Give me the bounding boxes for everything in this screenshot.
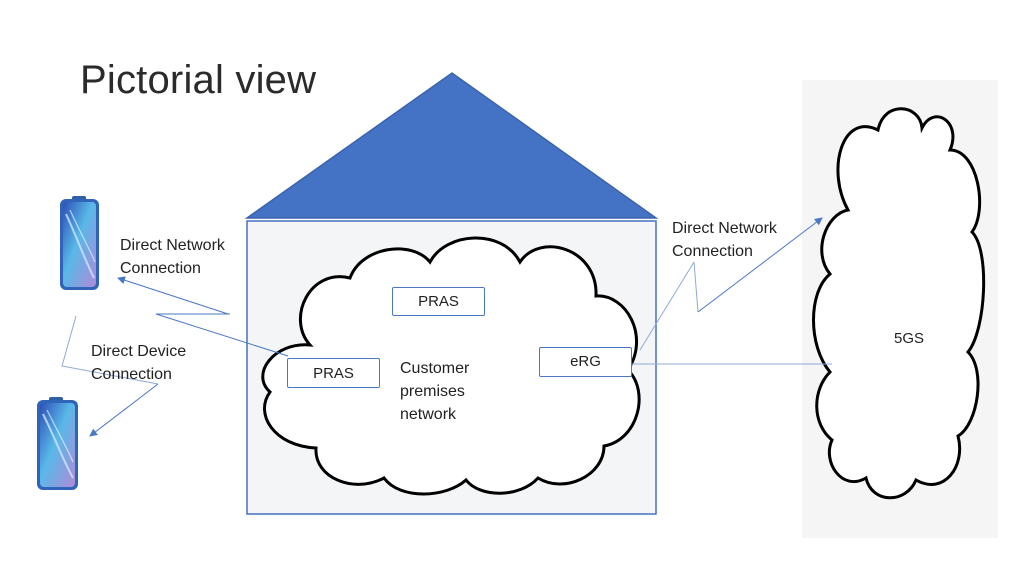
direct-network-right-label: Direct Network Connection (672, 220, 777, 260)
arrow-to-bottom-phone (89, 383, 159, 437)
pras-node-left: PRAS (287, 358, 380, 388)
core-label: 5GS (894, 330, 925, 347)
direct-network-right-callout (639, 261, 695, 351)
arrow-to-core (697, 217, 823, 313)
smartphone-icon (60, 196, 99, 290)
house-roof (244, 72, 659, 219)
erg-node: eRG (539, 347, 632, 377)
page-title: Pictorial view (80, 58, 317, 102)
customer-cloud (261, 236, 641, 496)
direct-network-right-callout-2 (693, 261, 699, 313)
direct-device-callout (61, 315, 159, 385)
core-cloud (812, 107, 986, 500)
arrow-to-left-phone (117, 276, 229, 315)
direct-device-label: Direct Device Connection (91, 343, 187, 383)
pras-node-top: PRAS (392, 287, 485, 316)
customer-network-label: Customer premises network (400, 360, 470, 423)
direct-network-left-callout (155, 313, 289, 357)
smartphone-icon (37, 397, 78, 490)
direct-network-left-label: Direct Network Connection (120, 237, 225, 277)
